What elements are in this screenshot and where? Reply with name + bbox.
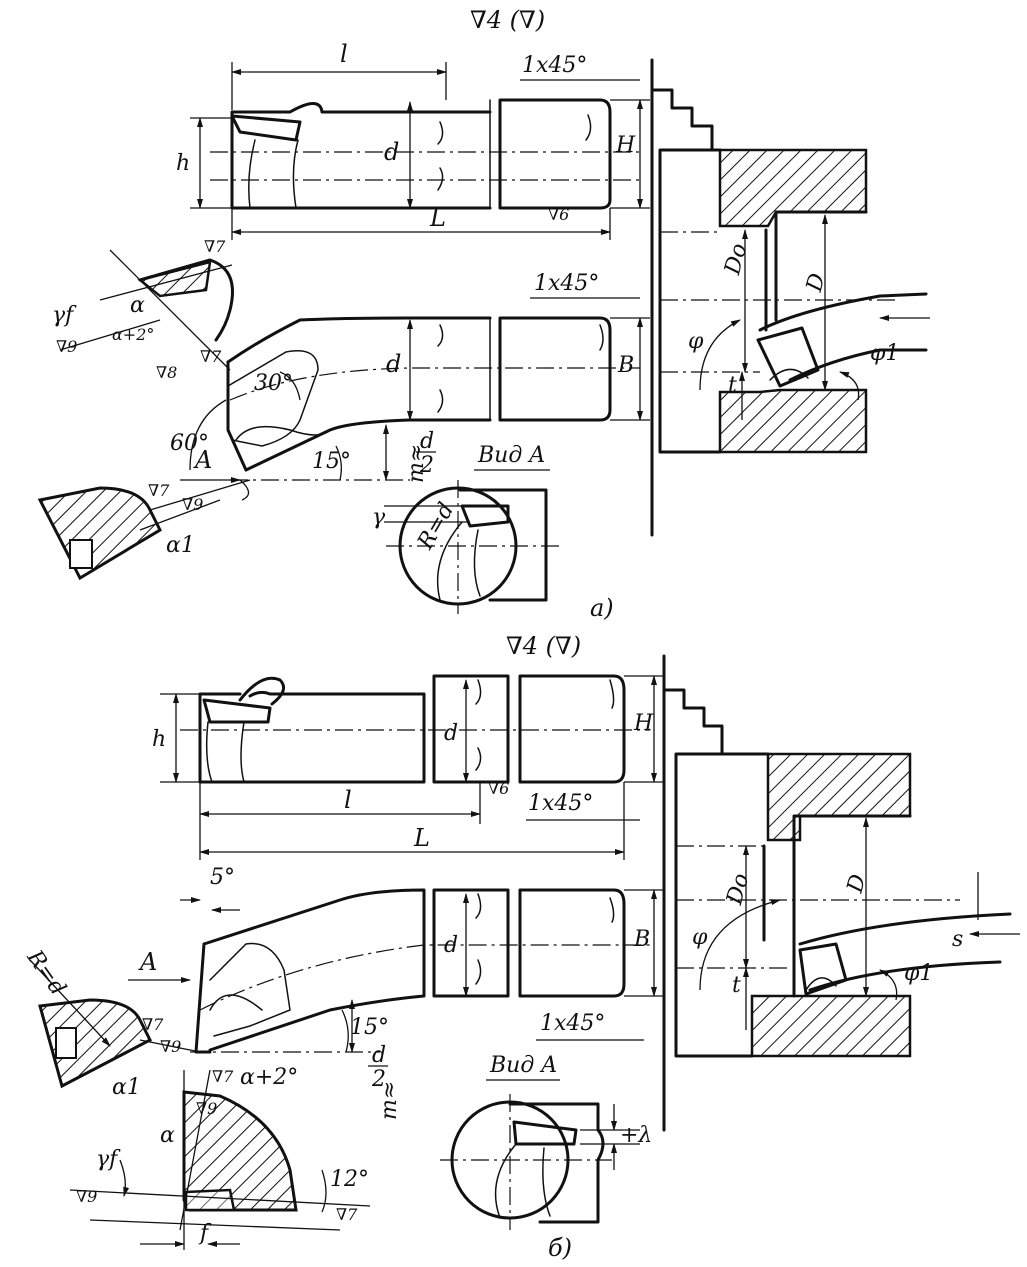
fig-b-frac-den: 2 [371, 1067, 386, 1092]
fig-a-angle-15: 15° [312, 449, 351, 474]
fig-b-dim-Do: Dо [722, 871, 754, 908]
fig-b-finish-9c: ∇9 [76, 1187, 97, 1206]
fig-a-top-dims: l 1x45° h d H ∇6 L [176, 40, 650, 240]
fig-b-finish-6: ∇6 [488, 779, 509, 798]
fig-b-tool-section-bottom: ∇7 α+2° ∇9 α γf ∇9 12° ∇7 f [69, 1065, 371, 1250]
fig-b-angle-alpha: α [160, 1123, 175, 1148]
fig-b-view-arrow: A [138, 948, 157, 976]
fig-b-angle-5: 5° [210, 865, 235, 890]
fig-b-chamfer-bot: 1x45° [540, 1011, 605, 1036]
fig-b-dim-D: D [843, 871, 872, 896]
fig-b-angle-alpha2: α+2° [240, 1065, 298, 1090]
fig-b-finish-7c: ∇7 [336, 1205, 358, 1224]
fig-a-angle-30: 30° [254, 371, 293, 396]
fig-a-mid-dims: 1x45° d B 30° 60° A 15° m≈ d 2 [170, 271, 650, 483]
fig-a-dim-D: D [802, 270, 831, 295]
fig-b-finish-7b: ∇7 [212, 1067, 234, 1086]
fig-a-dim-L: L [429, 204, 446, 232]
fig-a-view-arrow: A [193, 446, 212, 474]
fig-a-angle-alpha1: α1 [166, 533, 195, 558]
fig-a-angle-alpha: α [130, 293, 145, 318]
fig-a-dim-B: B [617, 353, 634, 378]
fig-a-finish-7a: ∇7 [204, 237, 226, 256]
fig-a-frac-num: d [420, 429, 434, 454]
fig-b-angle-alpha1: α1 [112, 1075, 141, 1100]
fig-a-surface-finish: ∇4 (∇) [470, 6, 545, 34]
fig-b-mid-dims: 5° d B A 15° 1x45° m≈ d 2 [128, 865, 664, 1120]
fig-b-tool-section-left: R=d ∇7 ∇9 α1 [21, 945, 201, 1100]
fig-b-top-dims: h d ∇6 H l 1x45° L [152, 675, 664, 860]
fig-a-dim-d-top: d [384, 138, 399, 166]
figure-a: ∇4 (∇) l 1x45° h d [37, 6, 930, 622]
fig-a-dim-H: H [615, 133, 636, 158]
fig-a-dim-h: h [176, 151, 190, 176]
fig-b-angle-gamma-f: γf [96, 1147, 121, 1172]
fig-a-angle-alpha2: α+2° [112, 325, 154, 344]
fig-b-angle-12: 12° [330, 1167, 369, 1192]
fig-b-dim-l: l [344, 786, 352, 814]
fig-a-mid-bar [226, 316, 640, 481]
fig-b-dim-m: m≈ [377, 1081, 402, 1120]
fig-a-finish-9b: ∇9 [182, 495, 203, 514]
fig-a-angle-phi1: φ1 [870, 341, 899, 366]
fig-b-chamfer-top: 1x45° [528, 791, 593, 816]
fig-b-caption: б) [548, 1234, 572, 1262]
fig-b-angle-15: 15° [350, 1015, 389, 1040]
fig-b-dim-B: B [633, 927, 650, 952]
fig-a-finish-6: ∇6 [548, 205, 569, 224]
fig-a-finish-8: ∇8 [156, 363, 177, 382]
fig-a-finish-9a: ∇9 [56, 337, 77, 356]
fig-b-dim-L: L [413, 824, 430, 852]
fig-a-view-title: Вид A [477, 443, 545, 468]
fig-a-view-a: Вид A R=d γ [372, 443, 560, 614]
fig-b-workpiece: D Dо φ t s φ1 [662, 654, 1020, 1132]
fig-b-angle-phi: φ [692, 925, 708, 950]
fig-a-finish-7b: ∇7 [200, 347, 222, 366]
fig-b-frac-num: d [372, 1043, 386, 1068]
fig-b-dim-H: H [633, 711, 654, 736]
fig-a-angle-gamma: γ [372, 505, 386, 530]
fig-b-dim-d-top: d [444, 721, 458, 746]
fig-a-angle-60: 60° [170, 431, 209, 456]
fig-a-angle-phi: φ [688, 329, 704, 354]
fig-b-surface-finish: ∇4 (∇) [506, 632, 581, 660]
fig-a-chamfer-top: 1x45° [522, 53, 587, 78]
fig-b-angle-phi1: φ1 [904, 961, 933, 986]
fig-b-feed-s: s [952, 927, 963, 952]
fig-b-lambda: +λ [620, 1123, 652, 1148]
fig-a-dim-m: m≈ [404, 444, 429, 483]
fig-a-top-bar [210, 98, 640, 210]
fig-b-dim-d-mid: d [444, 933, 458, 958]
fig-a-angle-gamma-f: γf [52, 303, 77, 328]
fig-a-tool-section-top: γf ∇9 α α+2° ∇7 ∇7 ∇8 [52, 237, 234, 382]
fig-a-dim-l: l [340, 40, 348, 68]
fig-a-dim-d-mid: d [386, 350, 401, 378]
fig-a-caption: а) [590, 594, 614, 622]
fig-a-dim-t: t [728, 373, 737, 398]
fig-a-chamfer-mid: 1x45° [534, 271, 599, 296]
fig-a-frac-den: 2 [419, 453, 434, 478]
fig-b-radius: R=d [21, 945, 70, 1000]
fig-b-top-bar [180, 674, 650, 784]
figure-b: ∇4 (∇) h d ∇6 H l [21, 632, 1020, 1262]
fig-b-view-title: Вид A [489, 1053, 557, 1078]
fig-a-finish-7c: ∇7 [148, 481, 170, 500]
fig-a-tool-section-bottom: ∇7 ∇9 α1 [37, 479, 251, 581]
fig-b-dim-h: h [152, 727, 166, 752]
fig-b-dim-t: t [732, 973, 741, 998]
fig-b-finish-7a: ∇7 [142, 1015, 164, 1034]
fig-a-workpiece: D Dо φ t φ1 [650, 58, 930, 537]
fig-b-finish-9b: ∇9 [196, 1099, 217, 1118]
fig-b-view-a: Вид A +λ [440, 1053, 652, 1230]
fig-a-dim-Do: Dо [720, 241, 752, 278]
